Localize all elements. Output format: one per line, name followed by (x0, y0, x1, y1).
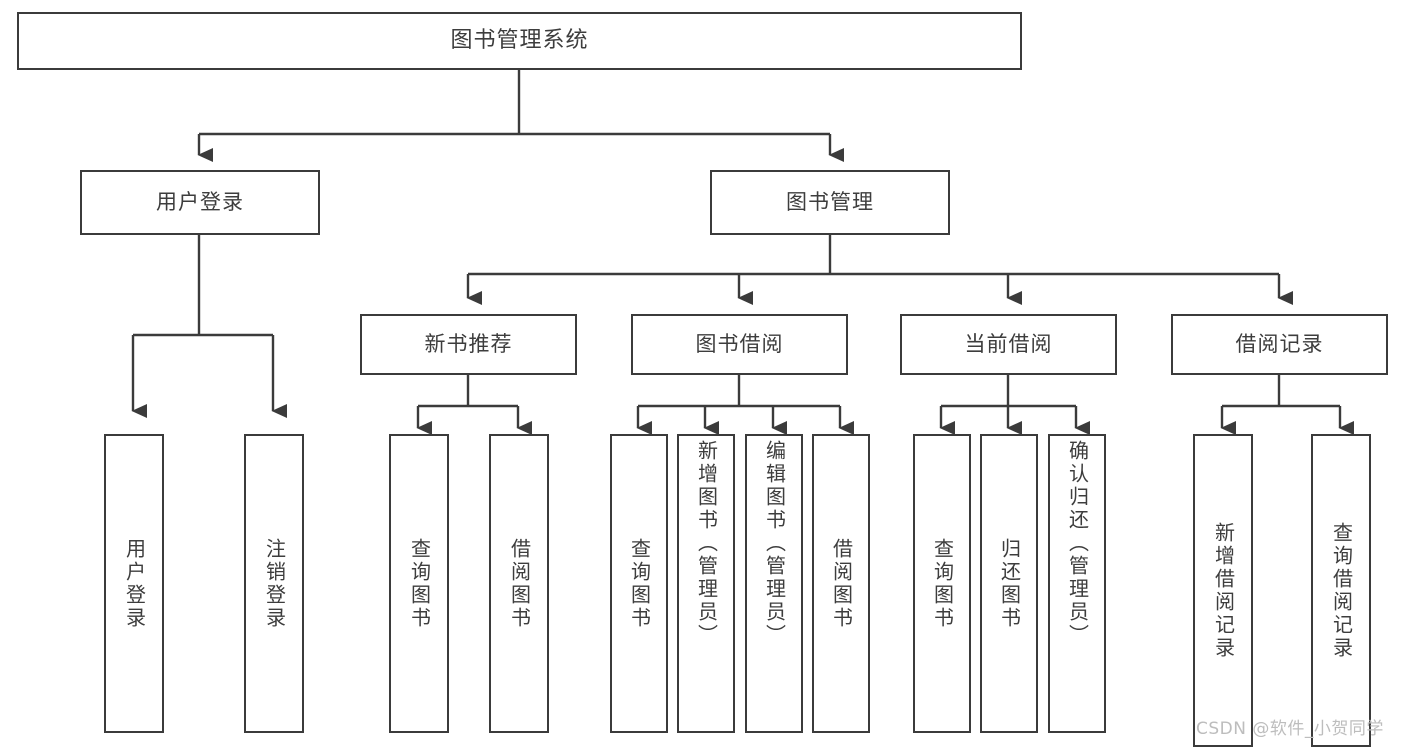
leaf-add-book-inner: 新增图书（管理员） (679, 436, 733, 735)
node-user-login-label: 用户登录 (156, 190, 244, 215)
node-leaf-user-login[interactable]: 用户登录 (104, 434, 164, 733)
leaf-query-book-3-inner: 查询图书 (915, 436, 969, 731)
node-borrow-record-label: 借阅记录 (1235, 332, 1324, 357)
node-leaf-user-login-label: 用户登录 (122, 537, 147, 630)
node-borrow-record[interactable]: 借阅记录 (1171, 314, 1388, 375)
node-leaf-edit-book[interactable]: 编辑图书（管理员） (745, 434, 803, 733)
node-leaf-add-record-label: 新增借阅记录 (1211, 521, 1236, 660)
node-leaf-add-book[interactable]: 新增图书（管理员） (677, 434, 735, 733)
node-leaf-add-book-label: 新增图书（管理员） (694, 440, 719, 647)
leaf-query-record-inner: 查询借阅记录 (1313, 436, 1369, 745)
node-leaf-borrow-book-1-label: 借阅图书 (507, 537, 532, 630)
leaf-query-book-2-inner: 查询图书 (612, 436, 666, 731)
node-leaf-query-book-1-label: 查询图书 (407, 537, 432, 630)
node-leaf-add-record[interactable]: 新增借阅记录 (1193, 434, 1253, 747)
node-book-manage[interactable]: 图书管理 (710, 170, 950, 235)
node-current-borrow[interactable]: 当前借阅 (900, 314, 1117, 375)
node-leaf-confirm-return[interactable]: 确认归还（管理员） (1048, 434, 1106, 733)
node-leaf-query-book-2-label: 查询图书 (627, 537, 652, 630)
leaf-edit-book-inner: 编辑图书（管理员） (747, 436, 801, 735)
node-leaf-logout-login-label: 注销登录 (262, 537, 287, 630)
leaf-return-book-inner: 归还图书 (982, 436, 1036, 731)
node-user-login[interactable]: 用户登录 (80, 170, 320, 235)
node-leaf-borrow-book-1[interactable]: 借阅图书 (489, 434, 549, 733)
node-book-borrow-label: 图书借阅 (695, 332, 784, 357)
node-new-book-rec-label: 新书推荐 (424, 332, 513, 357)
node-leaf-query-book-1[interactable]: 查询图书 (389, 434, 449, 733)
node-leaf-confirm-return-label: 确认归还（管理员） (1065, 440, 1090, 647)
node-leaf-query-record[interactable]: 查询借阅记录 (1311, 434, 1371, 747)
node-leaf-edit-book-label: 编辑图书（管理员） (762, 440, 787, 647)
node-leaf-borrow-book-2-label: 借阅图书 (829, 537, 854, 630)
node-leaf-borrow-book-2[interactable]: 借阅图书 (812, 434, 870, 733)
leaf-query-book-1-inner: 查询图书 (391, 436, 447, 731)
node-book-borrow[interactable]: 图书借阅 (631, 314, 848, 375)
node-leaf-logout-login[interactable]: 注销登录 (244, 434, 304, 733)
node-root-label: 图书管理系统 (450, 28, 589, 54)
node-leaf-return-book-label: 归还图书 (997, 537, 1022, 630)
node-leaf-query-book-3-label: 查询图书 (930, 537, 955, 630)
leaf-user-login-inner: 用户登录 (106, 436, 162, 731)
leaf-add-record-inner: 新增借阅记录 (1195, 436, 1251, 745)
leaf-borrow-book-1-inner: 借阅图书 (491, 436, 547, 731)
leaf-logout-login-inner: 注销登录 (246, 436, 302, 731)
node-root[interactable]: 图书管理系统 (17, 12, 1022, 70)
node-leaf-query-book-3[interactable]: 查询图书 (913, 434, 971, 733)
node-leaf-return-book[interactable]: 归还图书 (980, 434, 1038, 733)
leaf-borrow-book-2-inner: 借阅图书 (814, 436, 868, 731)
node-leaf-query-record-label: 查询借阅记录 (1329, 521, 1354, 660)
csdn-watermark: CSDN @软件_小贺同学 (1196, 719, 1384, 739)
node-current-borrow-label: 当前借阅 (964, 332, 1053, 357)
node-leaf-query-book-2[interactable]: 查询图书 (610, 434, 668, 733)
leaf-confirm-return-inner: 确认归还（管理员） (1050, 436, 1104, 735)
node-new-book-rec[interactable]: 新书推荐 (360, 314, 577, 375)
node-book-manage-label: 图书管理 (786, 190, 874, 215)
